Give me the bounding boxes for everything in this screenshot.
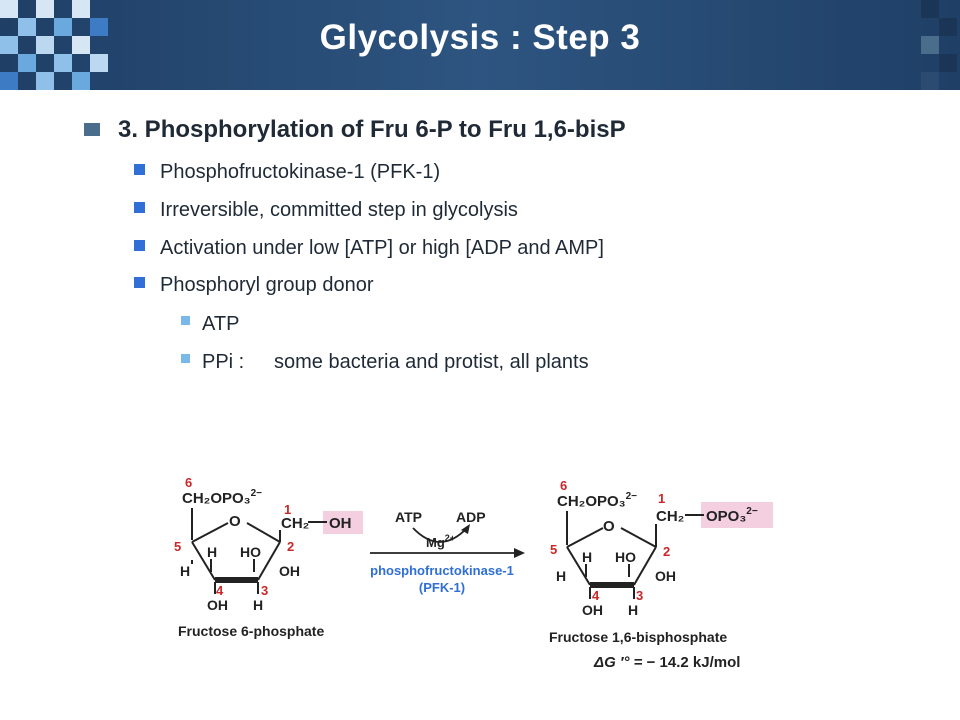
decor-square <box>939 54 957 72</box>
square-bullet-icon <box>134 277 145 288</box>
reactant-name: Fructose 6-phosphate <box>178 623 324 639</box>
sub-bullet-text: Activation under low [ATP] or high [ADP … <box>160 237 604 259</box>
carbon-number: 6 <box>185 475 192 490</box>
carbon-number: 3 <box>636 588 643 603</box>
decor-square <box>90 18 108 36</box>
carbon-number: 3 <box>261 583 268 598</box>
decor-square <box>36 72 54 90</box>
main-bullet-text: 3. Phosphorylation of Fru 6-P to Fru 1,6… <box>118 116 626 143</box>
oh-label: OH <box>582 602 603 618</box>
decor-square <box>90 54 108 72</box>
slide-title: Glycolysis : Step 3 <box>319 18 641 57</box>
decor-square <box>0 36 18 54</box>
ring-bond <box>620 527 657 548</box>
ring-bond <box>633 546 657 586</box>
h-label: H <box>253 597 263 613</box>
mg-label: Mg2+ <box>426 533 455 550</box>
decor-square <box>18 54 36 72</box>
carbon-number: 1 <box>284 502 291 517</box>
carbon-number: 1 <box>658 491 665 506</box>
carbon-number: 2 <box>287 539 294 554</box>
reactant-molecule: 6 5 1 2 4 3 CH₂OPO₃2− O CH₂ OH H HO H OH… <box>174 475 352 639</box>
c1-group: CH₂ <box>656 508 684 525</box>
reaction-arrow: ATP ADP Mg2+ phosphofructokinase-1 (PFK-… <box>370 509 525 595</box>
h-label: H <box>582 549 592 565</box>
c6-group: CH₂OPO₃2− <box>182 488 262 507</box>
main-arrowhead <box>514 548 525 558</box>
delta-g: ΔG ′° = − 14.2 kJ/mol <box>593 654 740 671</box>
decor-square <box>921 72 939 90</box>
decor-square <box>54 54 72 72</box>
c1-group: CH₂ <box>281 515 309 532</box>
square-bullet-icon <box>134 202 145 213</box>
oh-group: OH <box>329 515 352 532</box>
carbon-number: 4 <box>216 583 224 598</box>
ring-bond <box>566 527 604 548</box>
ring-oxygen: O <box>603 518 615 535</box>
cofactor-in: ATP <box>395 509 422 525</box>
decor-square <box>0 72 18 90</box>
title-bar: Glycolysis : Step 3 <box>0 0 960 90</box>
oh-label: OH <box>655 568 676 584</box>
oh-label: OH <box>279 563 300 579</box>
opo3-group: OPO₃2− <box>706 506 758 525</box>
decor-square <box>0 0 18 18</box>
h-label: H <box>180 563 190 579</box>
square-bullet-icon <box>134 240 145 251</box>
sub-bullet-text: Phosphoryl group donor <box>160 274 374 296</box>
enzyme-name: phosphofructokinase-1 <box>370 563 514 578</box>
h-label: H <box>556 568 566 584</box>
product-molecule: 6 5 1 2 4 3 CH₂OPO₃2− O CH₂ OPO₃2− H HO … <box>549 478 758 671</box>
decor-square <box>54 18 72 36</box>
ho-label: HO <box>615 549 636 565</box>
donor-label: ATP <box>202 313 240 335</box>
decor-square <box>921 36 939 54</box>
cofactor-out: ADP <box>456 509 486 525</box>
ring-bond <box>246 522 281 543</box>
ho-label: HO <box>240 544 261 560</box>
carbon-number: 4 <box>592 588 600 603</box>
ring-oxygen: O <box>229 513 241 530</box>
decor-square <box>18 18 36 36</box>
donor-label: PPi : <box>202 351 245 373</box>
decor-square <box>72 0 90 18</box>
ring-bond <box>257 541 281 581</box>
ring-bond <box>191 541 216 581</box>
decor-square <box>939 18 957 36</box>
enzyme-abbrev: (PFK-1) <box>419 580 465 595</box>
carbon-number: 5 <box>174 539 181 554</box>
decor-square <box>72 36 90 54</box>
square-bullet-icon <box>181 354 190 363</box>
carbon-number: 2 <box>663 544 670 559</box>
oh-label: OH <box>207 597 228 613</box>
cofactor-arc <box>412 527 468 543</box>
h-label: H <box>628 602 638 618</box>
donor-description: some bacteria and protist, all plants <box>274 351 589 373</box>
sub-bullet-text: Irreversible, committed step in glycolys… <box>160 199 518 221</box>
decor-square <box>72 72 90 90</box>
square-bullet-icon <box>84 123 100 136</box>
sub-bullet-text: Phosphofructokinase-1 (PFK-1) <box>160 161 441 183</box>
product-name: Fructose 1,6-bisphosphate <box>549 629 727 645</box>
decor-square <box>36 36 54 54</box>
ring-bond <box>566 546 591 586</box>
carbon-number: 6 <box>560 478 567 493</box>
h-label: H <box>207 544 217 560</box>
oh-highlight <box>323 511 363 534</box>
c6-group: CH₂OPO₃2− <box>557 491 637 510</box>
carbon-number: 5 <box>550 542 557 557</box>
square-bullet-icon <box>181 316 190 325</box>
arc-arrowhead <box>461 524 470 534</box>
square-bullet-icon <box>134 164 145 175</box>
phosphate-highlight <box>701 502 773 528</box>
decor-square <box>921 0 939 18</box>
ring-bond <box>191 522 229 543</box>
decor-square <box>36 0 54 18</box>
